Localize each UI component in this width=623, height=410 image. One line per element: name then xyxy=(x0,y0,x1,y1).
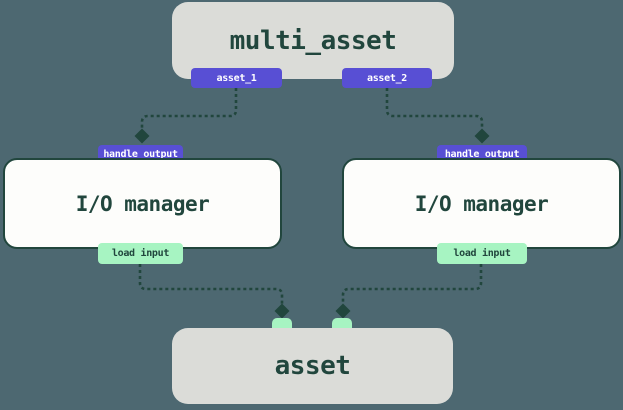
handle-output-badge-left-label: handle output xyxy=(103,149,178,160)
handle-output-badge-right-label: handle output xyxy=(444,149,520,160)
load-input-badge-left: load input xyxy=(98,243,183,264)
io-manager-node-right-title: I/O manager xyxy=(414,191,549,216)
load-input-badge-left-label: load input xyxy=(111,248,170,259)
load-input-badge-right-label: load input xyxy=(453,248,511,259)
arrowhead-diamond xyxy=(474,128,490,144)
edge-asset2-to-io-manager-2 xyxy=(385,88,490,144)
multi-asset-node-title: multi_asset xyxy=(229,25,397,56)
edge-asset1-to-io-manager-1 xyxy=(134,88,238,144)
io-manager-node-left-title: I/O manager xyxy=(75,191,210,216)
asset-node: asset xyxy=(172,328,453,404)
edge-io-manager-1-to-asset xyxy=(138,264,290,319)
arrowhead-diamond xyxy=(134,128,150,144)
output-badge-asset-1-label: asset_1 xyxy=(216,72,257,84)
arrowhead-diamond xyxy=(335,303,351,319)
output-badge-asset-2: asset_2 xyxy=(342,68,432,88)
multi-asset-node: multi_asset xyxy=(172,2,454,79)
io-manager-node-left: I/O manager xyxy=(3,158,282,249)
output-badge-asset-1: asset_1 xyxy=(191,68,282,88)
io-manager-node-right: I/O manager xyxy=(342,158,621,249)
load-input-badge-right: load input xyxy=(437,243,527,264)
arrowhead-diamond xyxy=(274,303,290,319)
edge-io-manager-2-to-asset xyxy=(335,264,483,319)
output-badge-asset-2-label: asset_2 xyxy=(366,72,408,84)
asset-node-title: asset xyxy=(274,351,351,381)
